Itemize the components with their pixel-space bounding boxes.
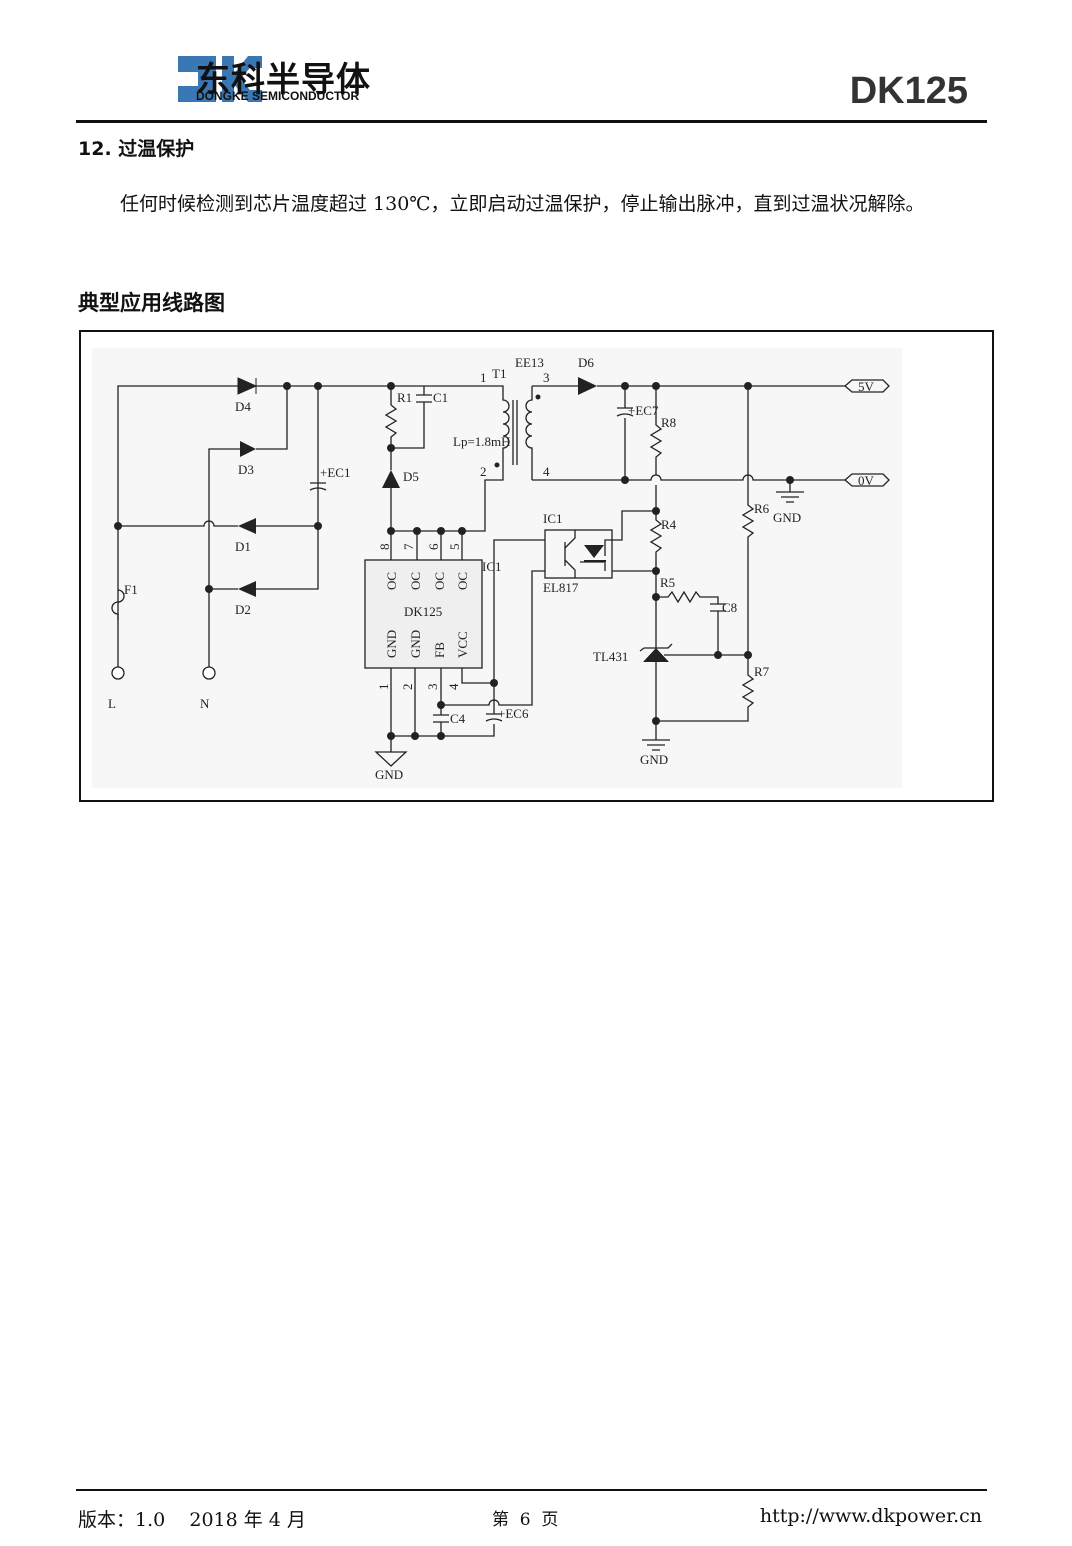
circuit-figure-background bbox=[92, 348, 902, 788]
header-divider bbox=[76, 120, 987, 123]
section-heading-overtemp: 12. 过温保护 bbox=[78, 138, 195, 160]
footer-version: 版本：1.0 2018 年 4 月 bbox=[78, 1509, 306, 1531]
footer-page-number: 第 6 页 bbox=[492, 1510, 559, 1530]
dk-logo-mark bbox=[178, 56, 262, 102]
circuit-figure-frame bbox=[79, 330, 994, 802]
logo-english-text: DONGKE SEMICONDUCTOR bbox=[196, 89, 360, 103]
section-heading-application: 典型应用线路图 bbox=[78, 291, 225, 315]
footer-divider bbox=[76, 1489, 987, 1491]
document-title: DK125 bbox=[849, 70, 968, 112]
logo-chinese-text: 东科半导体 bbox=[196, 60, 371, 100]
overtemp-paragraph: 任何时候检测到芯片温度超过 130℃，立即启动过温保护，停止输出脉冲，直到过温状… bbox=[120, 193, 925, 215]
footer-url[interactable]: http://www.dkpower.cn bbox=[759, 1505, 982, 1527]
